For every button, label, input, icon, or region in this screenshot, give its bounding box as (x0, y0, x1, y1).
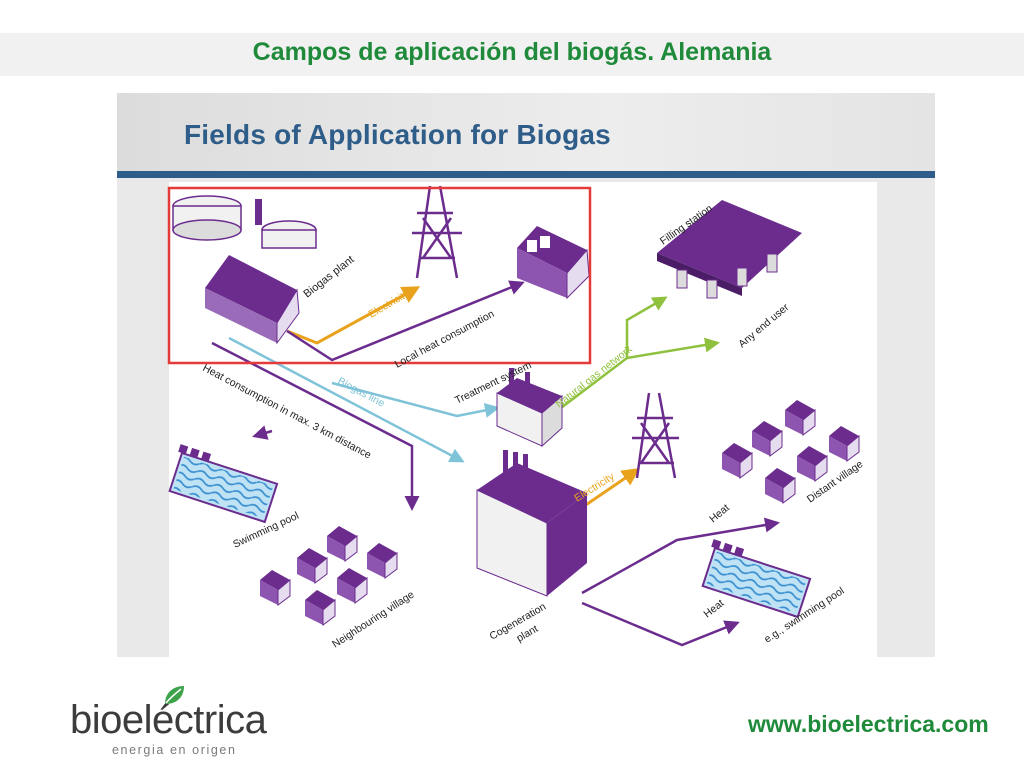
cogeneration-plant-icon (476, 450, 587, 597)
biogas-line-branch (331, 381, 500, 418)
swimming-pool-icon (168, 444, 279, 524)
heat-pool-line (252, 425, 273, 440)
biogas-line (228, 336, 465, 463)
logo-wordmark-post: ctrica (173, 698, 267, 742)
website-link[interactable]: www.bioelectrica.com (748, 711, 989, 737)
heat-pool2-line (581, 601, 740, 647)
heat-distant-line (581, 517, 780, 595)
heat-trunk-line (211, 341, 420, 511)
figure-rule (117, 171, 935, 178)
power-pylon-icon (412, 185, 462, 279)
distant-village-icon (722, 400, 860, 504)
leaf-icon (165, 686, 184, 704)
neighbouring-village-icon (260, 526, 398, 626)
highlight-box (167, 186, 592, 365)
logo-tagline: energia en origen (112, 743, 237, 757)
natural-gas-line (556, 296, 668, 412)
logo-wordmark: bioeléctrica (70, 698, 267, 743)
slide-title: Campos de aplicación del biogás. Alemani… (252, 38, 772, 66)
biogas-diagram: Biogas plant Electricity Local heat cons… (167, 182, 877, 657)
figure-header (117, 93, 935, 171)
natural-gas-enduser-line (626, 337, 720, 360)
logo-wordmark-accent: é (152, 698, 174, 742)
figure-frame: Fields of Application for Biogas (117, 93, 935, 657)
house-icon (517, 226, 590, 300)
bioelectrica-logo: bioeléctrica energia en origen (70, 686, 290, 757)
filling-station-icon (657, 200, 802, 299)
figure-title: Fields of Application for Biogas (184, 119, 611, 150)
biogas-plant-icon (172, 195, 317, 345)
local-heat-line (286, 280, 525, 362)
power-pylon-2-icon (632, 392, 679, 479)
title-band (0, 33, 1024, 76)
electricity-line-1 (286, 286, 421, 345)
logo-wordmark-pre: bioel (70, 698, 153, 742)
treatment-system-icon (496, 368, 563, 448)
swimming-pool-2-icon (701, 539, 812, 619)
